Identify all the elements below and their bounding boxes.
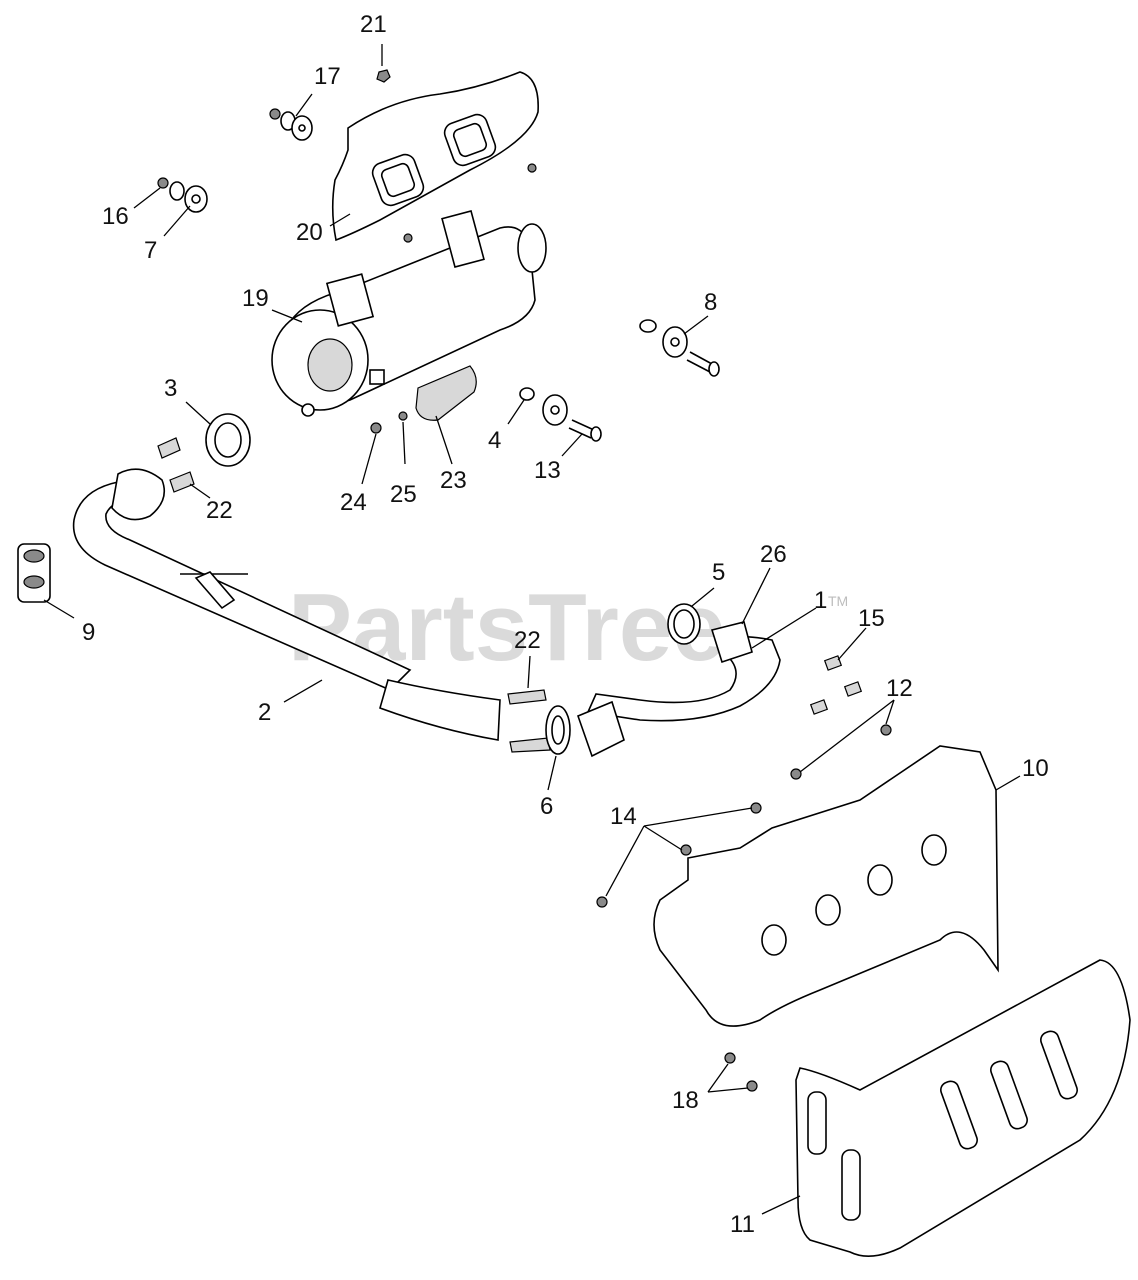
part-24-screw: [370, 422, 382, 434]
callout-17: 17: [314, 63, 341, 90]
callout-19: 19: [242, 285, 269, 312]
part-16-7-washers: [157, 177, 208, 213]
part-9-clamp: [17, 543, 51, 603]
part-20-heat-shield: [331, 71, 539, 243]
callout-16: 16: [102, 203, 129, 230]
callout-3: 3: [164, 375, 177, 402]
callout-9: 9: [82, 619, 95, 646]
callout-21: 21: [360, 11, 387, 38]
callout-10: 10: [1022, 755, 1049, 782]
part-11-guard: [795, 959, 1131, 1257]
callout-5: 5: [712, 559, 725, 586]
part-18-screw-b: [746, 1080, 758, 1092]
part-15-bolts: [809, 655, 863, 715]
part-14-screw-b: [680, 844, 692, 856]
callout-1: 1: [814, 587, 827, 614]
part-3-gasket: [205, 413, 251, 467]
part-14-screw-a: [750, 802, 762, 814]
callout-8: 8: [704, 289, 717, 316]
callout-13: 13: [534, 457, 561, 484]
part-23-spark-arrestor: [415, 365, 477, 421]
part-22-springs-upper: [157, 437, 195, 493]
leader-lines: [43, 44, 1021, 1215]
part-12-screw-a: [880, 724, 892, 736]
callout-14: 14: [610, 803, 637, 830]
part-4-13-mount: [519, 387, 602, 442]
part-22-springs-lower: [507, 689, 551, 753]
callout-6: 6: [540, 793, 553, 820]
part-10-lower-heat-shield: [653, 745, 999, 1027]
callout-11: 11: [730, 1211, 755, 1238]
callout-25: 25: [390, 481, 417, 508]
part-14-screw-c: [596, 896, 608, 908]
part-18-screw-a: [724, 1052, 736, 1064]
callout-20: 20: [296, 219, 323, 246]
callout-2: 2: [258, 699, 271, 726]
callout-22-lower: 22: [514, 627, 541, 654]
callout-26: 26: [760, 541, 787, 568]
callouts: 21 17 16 7 20 19 8 3 22 4 13 24 25 23 9 …: [82, 11, 1049, 1238]
part-1-bent-pipe: [576, 621, 781, 758]
callout-12: 12: [886, 675, 913, 702]
watermark-trademark: TM: [828, 593, 848, 609]
callout-22-upper: 22: [206, 497, 233, 524]
part-19-muffler: [271, 209, 547, 417]
callout-7: 7: [144, 237, 157, 264]
part-21-nut: [376, 69, 391, 83]
part-25-washer: [398, 411, 408, 421]
callout-24: 24: [340, 489, 367, 516]
part-17-washers: [269, 108, 313, 141]
callout-18: 18: [672, 1087, 699, 1114]
part-2-exhaust-pipe: [72, 468, 501, 741]
part-8-mount: [639, 319, 720, 377]
part-6-gasket: [545, 705, 571, 755]
part-12-screw-b: [790, 768, 802, 780]
callout-15: 15: [858, 605, 885, 632]
callout-4: 4: [488, 427, 501, 454]
part-5-gasket: [667, 603, 701, 645]
callout-23: 23: [440, 467, 467, 494]
